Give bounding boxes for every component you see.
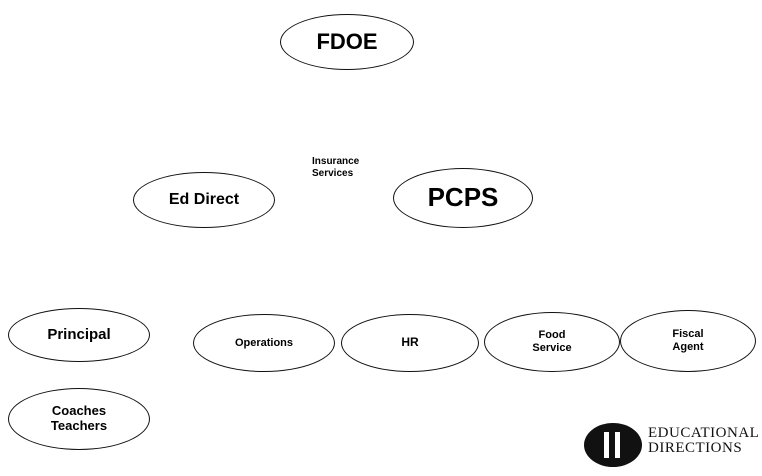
node-ed-direct-label: Ed Direct <box>168 190 240 208</box>
node-fdoe: FDOE <box>280 14 414 70</box>
node-food-service: Food Service <box>484 312 620 372</box>
annotation-line-2: Services <box>312 168 354 179</box>
node-ed-direct: Ed Direct <box>133 172 275 228</box>
node-coaches-teachers: Coaches Teachers <box>8 388 150 450</box>
node-coaches-label: Coaches <box>51 403 107 419</box>
logo-line-1: EDUCATIONAL <box>648 425 760 441</box>
node-principal: Principal <box>8 308 150 362</box>
node-pcps-label: PCPS <box>427 182 499 213</box>
node-agent-label: Agent <box>672 341 704 353</box>
node-hr-label: HR <box>401 335 419 350</box>
annotation-insurance-services: Insurance Services <box>312 156 359 180</box>
logo-mark-icon <box>584 423 642 467</box>
node-food-label: Food <box>538 329 566 342</box>
node-fiscal-label: Fiscal <box>672 328 704 341</box>
node-service-label: Service <box>532 342 572 354</box>
educational-directions-logo: EDUCATIONAL DIRECTIONS <box>582 420 762 470</box>
node-hr: HR <box>341 314 479 372</box>
node-pcps: PCPS <box>393 168 533 228</box>
node-teachers-label: Teachers <box>50 418 108 433</box>
node-principal-label: Principal <box>47 326 111 344</box>
logo-line-2: DIRECTIONS <box>648 440 743 456</box>
node-fiscal-agent: Fiscal Agent <box>620 310 756 372</box>
node-fdoe-label: FDOE <box>316 29 378 55</box>
node-operations: Operations <box>193 314 335 372</box>
annotation-line-1: Insurance <box>312 156 360 167</box>
node-operations-label: Operations <box>234 336 294 349</box>
